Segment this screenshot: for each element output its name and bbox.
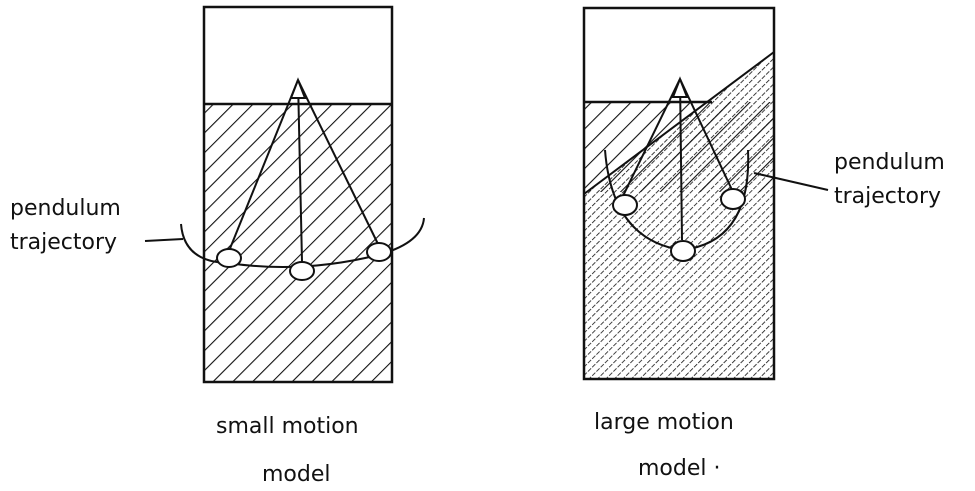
left-trajectory-label-line2: trajectory (10, 230, 118, 255)
small-motion-diagram (144, 5, 425, 384)
large-motion-pendulum-rods (621, 76, 734, 241)
large-motion-tilted-surface (583, 51, 775, 195)
right-caption-line2: model · (638, 456, 721, 481)
pendulum-bob (612, 194, 638, 216)
pendulum-bob (720, 188, 746, 210)
large-motion-label-leader (753, 172, 829, 191)
right-trajectory-label-line1: pendulum (834, 150, 945, 175)
large-motion-sloshing-fluid (584, 52, 774, 379)
pendulum-bob (366, 242, 392, 262)
right-trajectory-label-line2: trajectory (834, 184, 942, 209)
left-caption-line2: model (262, 462, 331, 487)
left-trajectory-label-line1: pendulum (10, 196, 121, 221)
left-caption-line1: small motion (216, 414, 359, 439)
small-motion-container (202, 5, 394, 384)
pendulum-bob (216, 248, 242, 268)
large-motion-air-gap (584, 10, 774, 98)
right-caption-line1: large motion (594, 410, 734, 435)
small-motion-label-leader (144, 238, 184, 242)
small-motion-pendulum-rods (228, 77, 379, 263)
pendulum-bob (670, 240, 696, 262)
pendulum-bob (289, 261, 315, 281)
small-motion-fluid-region (204, 104, 392, 382)
large-motion-diagram (582, 6, 829, 381)
